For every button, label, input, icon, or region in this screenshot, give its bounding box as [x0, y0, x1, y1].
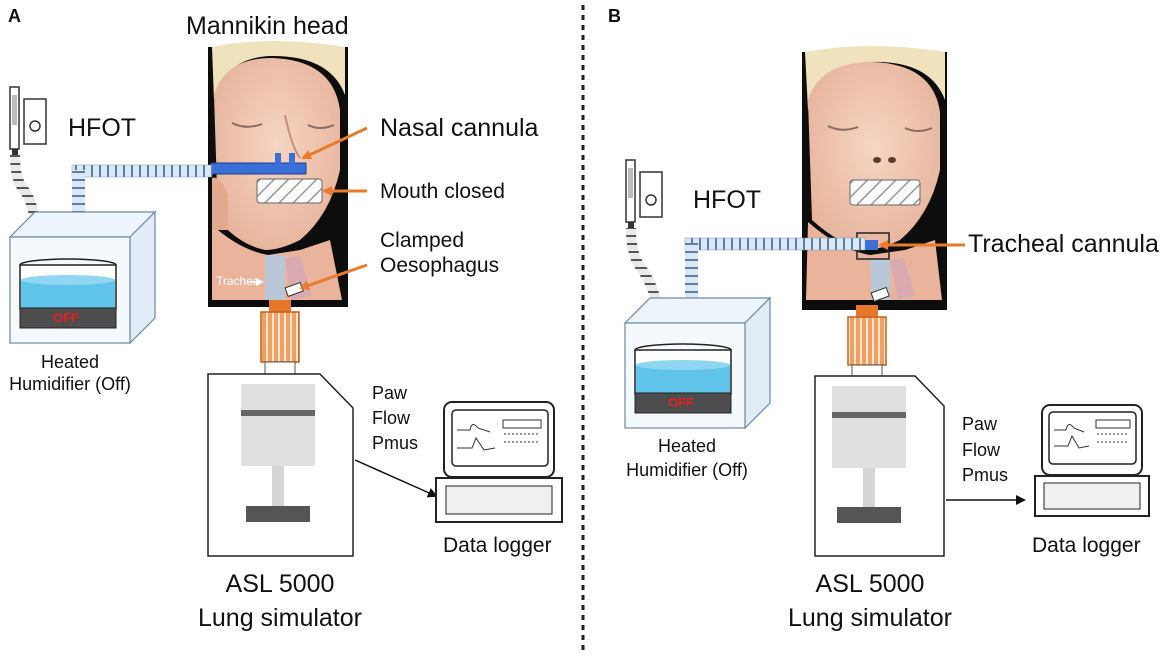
paw-label-b: Paw	[962, 414, 998, 434]
data-logger-a	[435, 401, 563, 523]
asl-label-b-1: ASL 5000	[815, 570, 925, 598]
flow-label-b: Flow	[962, 440, 1001, 460]
flow-label-a: Flow	[372, 408, 411, 428]
tracheal-cannula-label: Tracheal cannula	[968, 230, 1159, 258]
pmus-label-a: Pmus	[372, 433, 419, 453]
heated-humidifier-a	[8, 210, 157, 345]
hfot-label-a: HFOT	[68, 114, 137, 142]
data-logger-b	[1034, 404, 1150, 517]
data-logger-label-b: Data logger	[1032, 534, 1141, 557]
humidifier-label-a-1: Heated	[40, 352, 100, 372]
mouth-tape-b	[849, 179, 921, 206]
clamped-label: Clamped	[380, 229, 465, 252]
mannikin-head-photo-b	[802, 46, 947, 310]
nasal-cannula-label: Nasal cannula	[380, 114, 539, 142]
asl-lung-simulator-b	[814, 305, 945, 557]
humidifier-label-b-2: Humidifier (Off)	[626, 460, 748, 480]
paw-label-a: Paw	[372, 383, 408, 403]
asl-lung-simulator-a	[207, 300, 354, 557]
asl-label-b-2: Lung simulator	[788, 604, 952, 632]
off-label-a: OFF	[53, 310, 79, 325]
hfot-device-a	[9, 86, 47, 155]
mouth-closed-label: Mouth closed	[380, 180, 505, 203]
coil-tube-a	[71, 164, 213, 178]
oesophagus-label: Oesophagus	[380, 254, 500, 277]
mouth-tape-a	[256, 178, 323, 204]
panel-b-letter: B	[608, 6, 621, 26]
panel-a	[8, 41, 368, 345]
panel-b	[623, 46, 965, 430]
panel-a-letter: A	[8, 6, 21, 26]
trachea-label: Trachea	[216, 274, 260, 288]
pmus-label-b: Pmus	[962, 465, 1009, 485]
coil-tube-b	[684, 237, 866, 251]
mannikin-head-label: Mannikin head	[186, 12, 349, 40]
humidifier-label-b-1: Heated	[657, 436, 717, 456]
tracheal-cannula-b	[864, 240, 878, 250]
asl-label-a-1: ASL 5000	[225, 570, 335, 598]
hfot-device-b	[625, 159, 663, 228]
data-logger-label-a: Data logger	[443, 534, 552, 557]
humidifier-label-a-2: Humidifier (Off)	[9, 374, 131, 394]
heated-humidifier-b	[623, 296, 772, 430]
asl-label-a-2: Lung simulator	[198, 604, 362, 632]
off-label-b: OFF	[668, 395, 694, 410]
hfot-label-b: HFOT	[693, 186, 762, 214]
